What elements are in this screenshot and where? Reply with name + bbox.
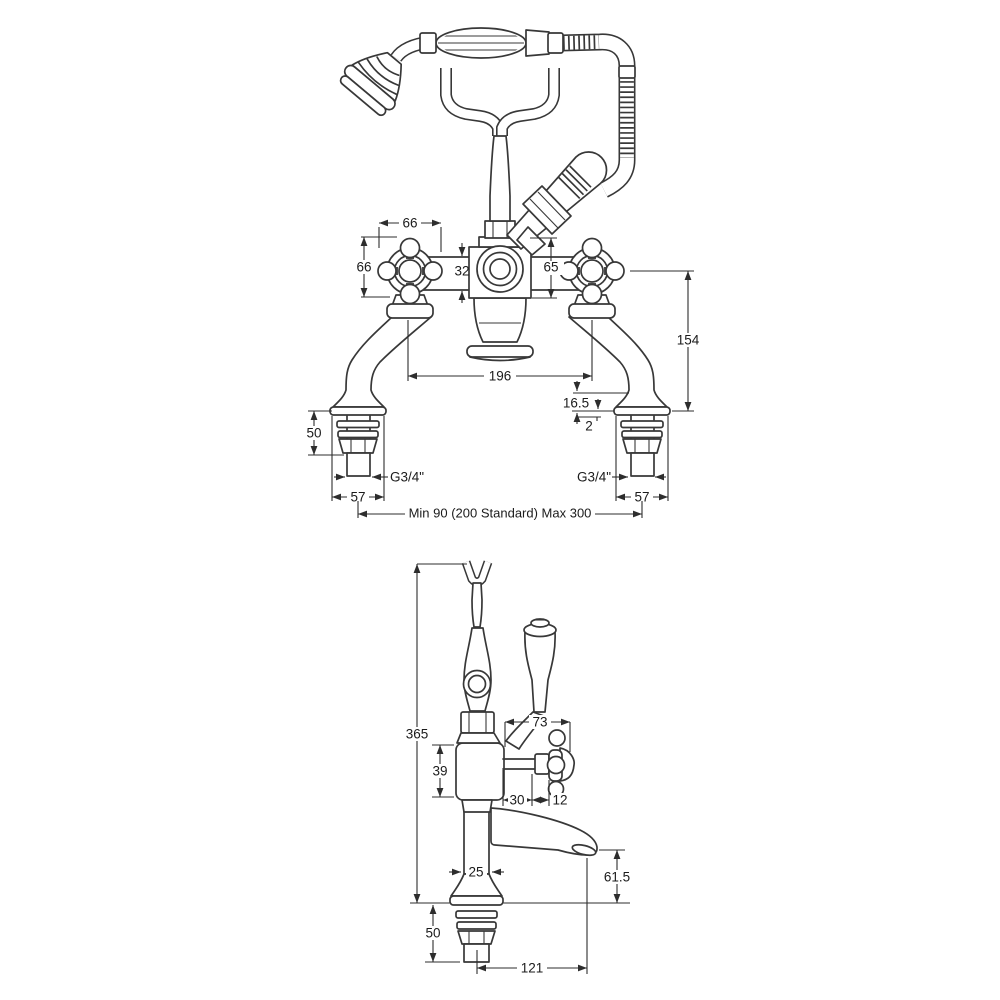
handset-cradle <box>440 68 560 222</box>
dim-center-height: 65 <box>543 260 558 275</box>
dim-deck-max: 16.5 <box>563 396 589 411</box>
shower-hose <box>559 33 636 198</box>
left-cross-handle <box>378 239 442 304</box>
handset-head <box>339 51 403 117</box>
dim-side-shank-length: 50 <box>425 926 440 941</box>
dim-valve-centres: 196 <box>489 369 512 384</box>
dim-base-right: 57 <box>634 490 649 505</box>
dim-handle-reach: 73 <box>532 715 547 730</box>
dim-thread-left: G3/4" <box>390 470 424 485</box>
shower-handset <box>339 27 564 117</box>
dim-overall-height: 154 <box>677 333 700 348</box>
dim-pipe-width: 25 <box>468 865 483 880</box>
side-dimensions: 365 39 73 30 12 <box>402 563 634 976</box>
dim-base-left: 57 <box>350 490 365 505</box>
left-leg <box>329 316 432 477</box>
dim-body-height: 32 <box>454 264 469 279</box>
dim-handle-height: 66 <box>356 260 371 275</box>
dim-spout-clearance: 61.5 <box>604 870 630 885</box>
dim-washer: 2 <box>585 419 593 434</box>
front-dimensions: 66 66 32 65 154 <box>303 216 703 521</box>
dim-spout-reach: 121 <box>521 961 544 976</box>
dim-thread-right: G3/4" <box>577 470 611 485</box>
hose-nut <box>522 185 572 235</box>
right-cross-handle <box>560 239 624 304</box>
bath-spout <box>473 297 527 343</box>
dim-side-overall-height: 365 <box>406 727 429 742</box>
dim-handle-width: 66 <box>402 216 417 231</box>
side-cross-handle <box>502 729 575 798</box>
dim-shank-length: 50 <box>306 426 321 441</box>
hose-port <box>476 245 524 293</box>
side-view-drawing: 365 39 73 30 12 <box>402 560 634 976</box>
hose-joint <box>618 65 636 79</box>
side-spout <box>490 807 598 857</box>
dim-offset-b: 12 <box>552 793 567 808</box>
hose-cone-fitting <box>506 151 608 256</box>
dim-offset-a: 30 <box>509 793 524 808</box>
side-lever-handle <box>505 618 557 750</box>
dim-inlet-centres: Min 90 (200 Standard) Max 300 <box>409 505 592 520</box>
dim-side-body-height: 39 <box>432 764 447 779</box>
front-view-drawing: 66 66 32 65 154 <box>303 27 703 521</box>
side-valve-body <box>455 711 505 813</box>
side-cradle-fork <box>461 560 493 712</box>
